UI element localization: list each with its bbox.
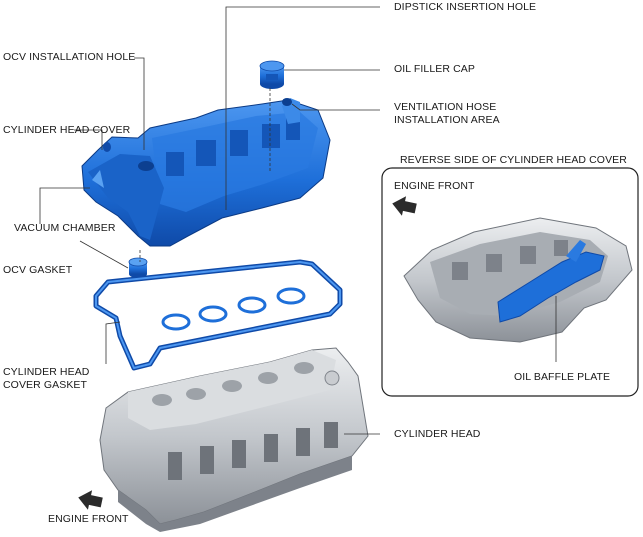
- oil-filler-cap: [259, 60, 285, 89]
- label-oil-baffle-plate: OIL BAFFLE PLATE: [514, 371, 611, 383]
- label-engine-front-inset: ENGINE FRONT: [394, 180, 475, 192]
- engine-front-arrow-icon: [392, 196, 417, 216]
- label-reverse-side: REVERSE SIDE OF CYLINDER HEAD COVER: [400, 154, 627, 166]
- label-ocv-gasket: OCV GASKET: [3, 264, 73, 276]
- cylinder-head-cover-gasket: [93, 259, 343, 371]
- ocv-gasket: [128, 257, 148, 278]
- cylinder-head-cover: [81, 98, 331, 247]
- label-ventilation-hose-line2: INSTALLATION AREA: [394, 114, 500, 126]
- label-ventilation-hose-line1: VENTILATION HOSE: [394, 101, 497, 113]
- label-dipstick-insertion-hole: DIPSTICK INSERTION HOLE: [394, 1, 537, 13]
- label-cylinder-head-cover-gasket-line1: CYLINDER HEAD: [3, 366, 90, 378]
- label-cylinder-head-cover: CYLINDER HEAD COVER: [3, 124, 131, 136]
- label-oil-filler-cap: OIL FILLER CAP: [394, 63, 475, 75]
- leader-lines: [39, 6, 557, 435]
- engine-front-arrow-icon: [78, 490, 103, 510]
- oil-baffle-plate-shape: [497, 251, 605, 323]
- cover-reverse-side: [403, 217, 633, 343]
- cylinder-head: [99, 347, 369, 532]
- label-cylinder-head-cover-gasket-line2: COVER GASKET: [3, 379, 88, 391]
- label-vacuum-chamber: VACUUM CHAMBER: [14, 222, 116, 234]
- label-ocv-installation-hole: OCV INSTALLATION HOLE: [3, 51, 136, 63]
- label-cylinder-head: CYLINDER HEAD: [394, 428, 481, 440]
- label-engine-front-main: ENGINE FRONT: [48, 513, 129, 525]
- inset-frame: [381, 167, 639, 397]
